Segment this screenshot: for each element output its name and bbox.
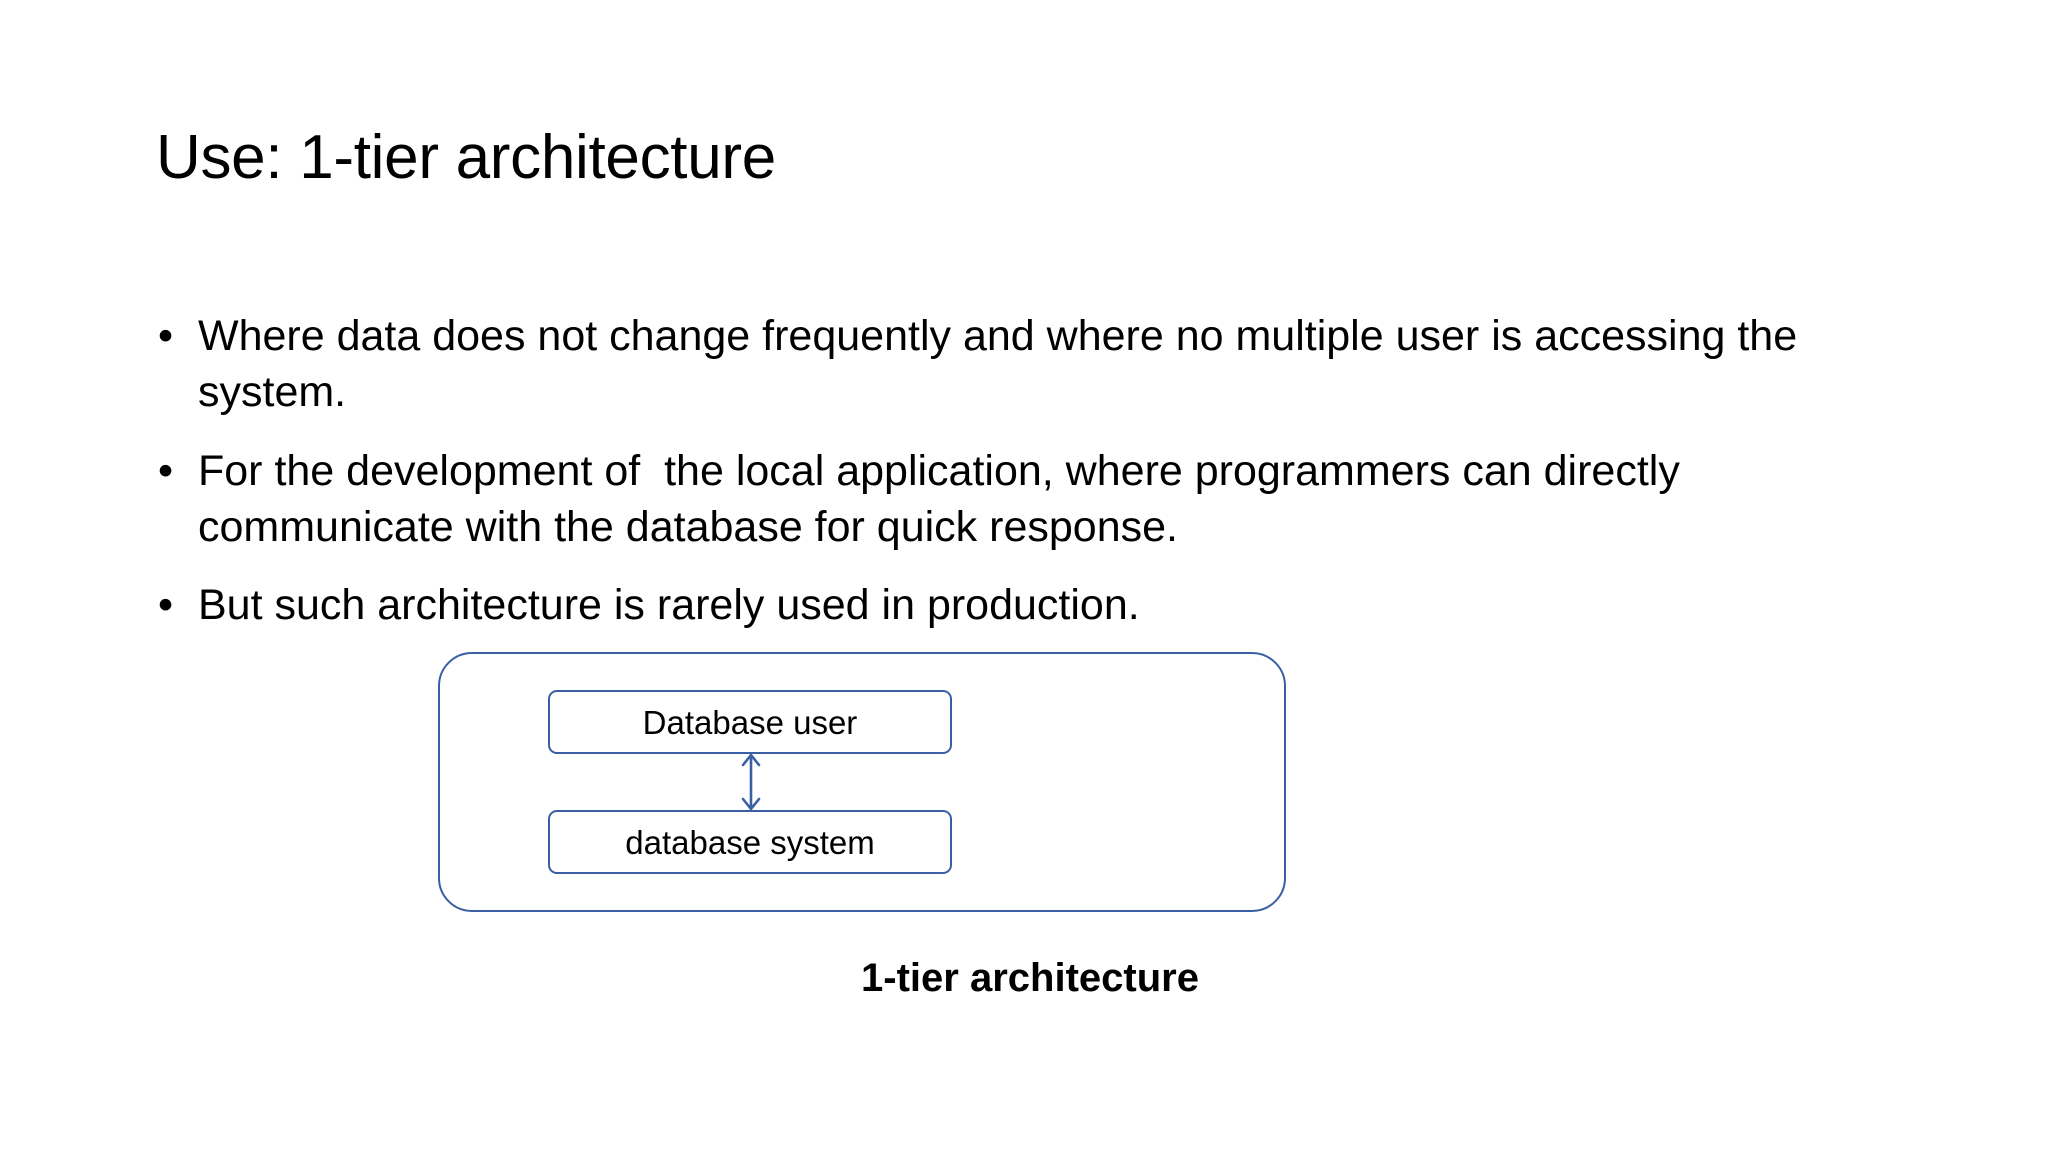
diagram-box-database-user: Database user [548,690,952,754]
list-item-text: But such architecture is rarely used in … [198,581,1140,630]
list-item: • For the development of the local appli… [150,443,1880,556]
list-item-text: For the development of the local applica… [198,446,1692,551]
bullet-list: • Where data does not change frequently … [150,308,1880,634]
bidirectional-arrow-icon [733,752,769,812]
diagram-outer-container [438,652,1286,912]
bullet-point-icon: • [158,581,174,630]
list-item-text: Where data does not change frequently an… [198,312,1810,417]
architecture-diagram: Database user database system [438,652,1286,912]
bullet-point-icon: • [158,446,174,495]
page-title: Use: 1-tier architecture [156,123,776,192]
diagram-caption: 1-tier architecture [861,956,1199,1000]
list-item: • Where data does not change frequently … [150,308,1880,421]
bullet-point-icon: • [158,312,174,360]
diagram-box-database-system: database system [548,810,952,874]
list-item: • But such architecture is rarely used i… [150,577,1880,633]
